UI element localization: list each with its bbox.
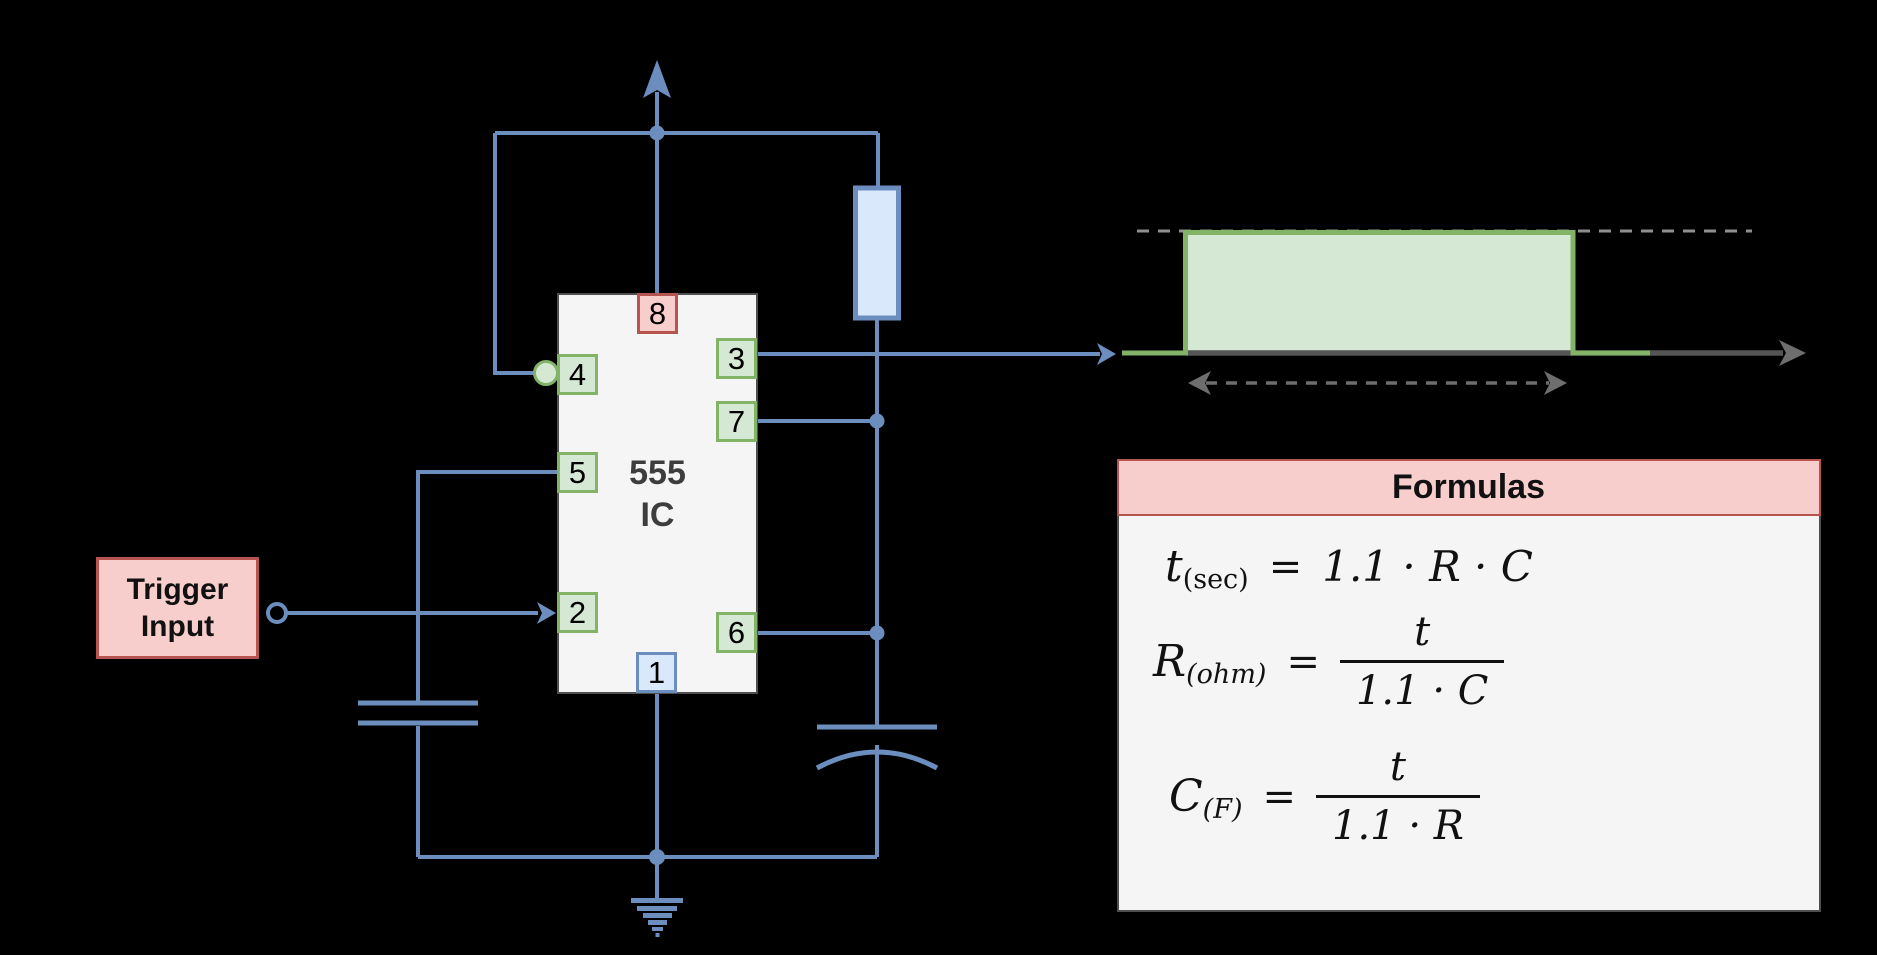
pin-6-threshold: 6 bbox=[716, 612, 757, 653]
pin-8-vcc: 8 bbox=[637, 293, 678, 334]
pin-2-trigger: 2 bbox=[557, 592, 598, 633]
formula-sub: (ohm) bbox=[1186, 659, 1267, 690]
fraction-numerator: t bbox=[1414, 609, 1431, 655]
fraction-numerator: t bbox=[1389, 744, 1406, 790]
trigger-terminal bbox=[266, 602, 288, 624]
pin-5-control: 5 bbox=[557, 452, 598, 493]
ic-555-label: 555 IC bbox=[629, 452, 686, 536]
fraction: t 1.1 · R bbox=[1316, 744, 1480, 849]
pin-label: 7 bbox=[727, 403, 746, 439]
fraction-denominator: 1.1 · R bbox=[1316, 795, 1480, 849]
pin-label: 5 bbox=[568, 454, 587, 490]
control-capacitor bbox=[358, 470, 557, 857]
output-wire bbox=[757, 343, 1116, 365]
pin-1-ground: 1 bbox=[636, 652, 677, 693]
formula-t: t(sec) = 1.1 · R · C bbox=[1165, 541, 1533, 595]
trigger-arrow-wire bbox=[286, 602, 556, 624]
ic-name-2: IC bbox=[640, 495, 675, 534]
formula-rhs: 1.1 · R · C bbox=[1322, 542, 1533, 591]
formula-lhs: t bbox=[1165, 541, 1183, 592]
pin-4-reset: 4 bbox=[557, 354, 598, 395]
vcc-supply-arrow bbox=[643, 60, 671, 133]
fraction-denominator: 1.1 · C bbox=[1339, 660, 1505, 714]
timing-capacitor bbox=[815, 724, 939, 857]
formula-lhs: C bbox=[1169, 771, 1203, 822]
pin-label: 8 bbox=[648, 295, 667, 331]
ic-name: 555 bbox=[629, 453, 686, 492]
pin-label: 4 bbox=[568, 356, 587, 392]
formulas-panel: Formulas t(sec) = 1.1 · R · C R(ohm) = t… bbox=[1116, 458, 1821, 912]
pin-label: 1 bbox=[647, 654, 666, 690]
trigger-label-line2: Input bbox=[140, 610, 215, 643]
junction-dot bbox=[869, 413, 885, 429]
pin-label: 3 bbox=[727, 340, 746, 376]
formula-c: C(F) = t 1.1 · R bbox=[1169, 744, 1480, 849]
reset-wire bbox=[493, 133, 559, 386]
equals-sign: = bbox=[1262, 773, 1296, 820]
resistor bbox=[853, 185, 901, 321]
pin-7-discharge: 7 bbox=[716, 401, 757, 442]
junction-dot bbox=[869, 625, 885, 641]
trigger-label-line1: Trigger bbox=[126, 573, 229, 606]
formula-sub: (F) bbox=[1202, 794, 1243, 825]
pin-label: 6 bbox=[727, 614, 746, 650]
ground-icon bbox=[631, 857, 683, 937]
trigger-input-box: Trigger Input bbox=[96, 557, 259, 659]
pin-3-output: 3 bbox=[716, 338, 757, 379]
output-pulse-waveform bbox=[1122, 229, 1806, 366]
formulas-title: Formulas bbox=[1391, 467, 1546, 506]
pin-label: 2 bbox=[568, 594, 587, 630]
equals-sign: = bbox=[1268, 543, 1303, 590]
reset-bubble-icon bbox=[533, 360, 559, 386]
pulse-width-arrow bbox=[1188, 371, 1567, 395]
formula-sub: (sec) bbox=[1182, 564, 1249, 595]
formula-r: R(ohm) = t 1.1 · C bbox=[1153, 609, 1505, 714]
equals-sign: = bbox=[1286, 638, 1320, 685]
fraction: t 1.1 · C bbox=[1339, 609, 1505, 714]
formula-lhs: R bbox=[1153, 636, 1187, 687]
formulas-header: Formulas bbox=[1116, 458, 1821, 516]
